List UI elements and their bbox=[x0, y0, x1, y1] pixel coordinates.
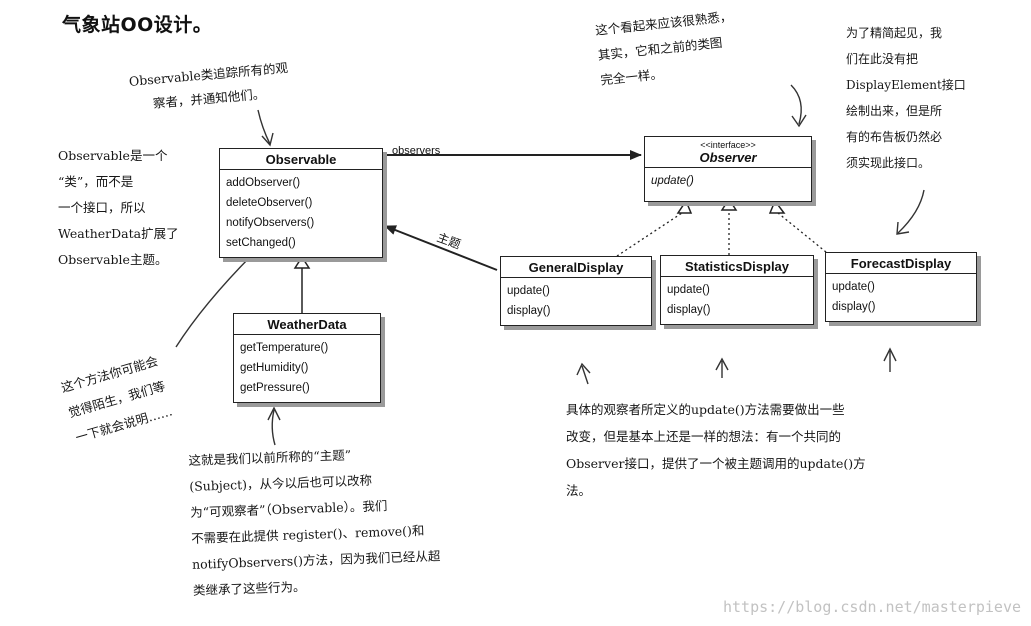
interface-stereotype: <<interface>> bbox=[700, 140, 756, 150]
weatherdata-operations: getTemperature() getHumidity() getPressu… bbox=[234, 335, 380, 402]
operation: getTemperature() bbox=[240, 342, 329, 354]
forecastdisplay-class-name: ForecastDisplay bbox=[826, 253, 976, 274]
forecastdisplay-class: ForecastDisplay update() display() bbox=[825, 252, 977, 322]
observer-interface-name: Observer bbox=[699, 150, 757, 165]
observer-interface: <<interface>> Observer update() bbox=[644, 136, 812, 202]
observable-operations: addObserver() deleteObserver() notifyObs… bbox=[220, 170, 382, 257]
operation: update() bbox=[832, 281, 875, 293]
realization-triangle-statistics bbox=[720, 197, 738, 211]
operation: display() bbox=[832, 301, 876, 313]
realization-line-forecast bbox=[777, 212, 827, 253]
operation: display() bbox=[507, 305, 551, 317]
weatherdata-class: WeatherData getTemperature() getHumidity… bbox=[233, 313, 381, 403]
operation: update() bbox=[667, 284, 710, 296]
pointer-arrow-general bbox=[581, 365, 589, 385]
realization-triangle-general bbox=[676, 199, 693, 214]
operation: display() bbox=[667, 304, 711, 316]
page-title: 气象站OO设计。 bbox=[62, 14, 213, 36]
operation: notifyObservers() bbox=[226, 217, 315, 229]
forecastdisplay-operations: update() display() bbox=[826, 274, 976, 321]
note-familiar: 这个看起来应该很熟悉， 其实，它和之前的类图 完全一样。 bbox=[594, 8, 733, 88]
statisticsdisplay-class: StatisticsDisplay update() display() bbox=[660, 255, 814, 325]
generaldisplay-class-name: GeneralDisplay bbox=[501, 257, 651, 278]
pointer-arrow-display-element bbox=[897, 189, 925, 234]
note-subject: 这就是我们以前所称的“主题” (Subject)，从今以后也可以改称 为“可观察… bbox=[188, 447, 441, 598]
statisticsdisplay-class-name: StatisticsDisplay bbox=[661, 256, 813, 277]
generaldisplay-operations: update() display() bbox=[501, 278, 651, 325]
observer-interface-header: <<interface>> Observer bbox=[645, 137, 811, 168]
operation: setChanged() bbox=[226, 237, 296, 249]
pointer-arrow-subject bbox=[271, 409, 276, 446]
operation: update() bbox=[507, 285, 550, 297]
operation: update() bbox=[651, 175, 694, 187]
note-display-element: 为了精简起见，我 们在此没有把 DisplayElement接口 绘制出来，但是… bbox=[846, 26, 966, 170]
note-update-method: 具体的观察者所定义的update()方法需要做出一些 改变，但是基本上还是一样的… bbox=[566, 402, 866, 498]
observable-class: Observable addObserver() deleteObserver(… bbox=[219, 148, 383, 258]
operation: addObserver() bbox=[226, 177, 301, 189]
observable-class-name: Observable bbox=[220, 149, 382, 170]
statisticsdisplay-operations: update() display() bbox=[661, 277, 813, 324]
realization-triangle-forecast bbox=[768, 199, 786, 214]
observers-label: observers bbox=[392, 145, 441, 157]
operation: deleteObserver() bbox=[226, 197, 313, 209]
pointer-arrow-observable bbox=[257, 109, 271, 145]
subject-association-line bbox=[384, 225, 498, 271]
realization-line-general bbox=[616, 212, 683, 257]
operation: getPressure() bbox=[240, 382, 310, 394]
observer-operations: update() bbox=[645, 168, 811, 201]
inheritance-triangle bbox=[293, 255, 311, 269]
note-observable-is-class: Observable是一个 “类”，而不是 一个接口，所以 WeatherDat… bbox=[58, 148, 179, 267]
operation: getHumidity() bbox=[240, 362, 309, 374]
pointer-arrow-familiar bbox=[790, 84, 802, 125]
watermark: https://blog.csdn.net/masterpieve bbox=[722, 598, 1021, 616]
weatherdata-class-name: WeatherData bbox=[234, 314, 380, 335]
generaldisplay-class: GeneralDisplay update() display() bbox=[500, 256, 652, 326]
